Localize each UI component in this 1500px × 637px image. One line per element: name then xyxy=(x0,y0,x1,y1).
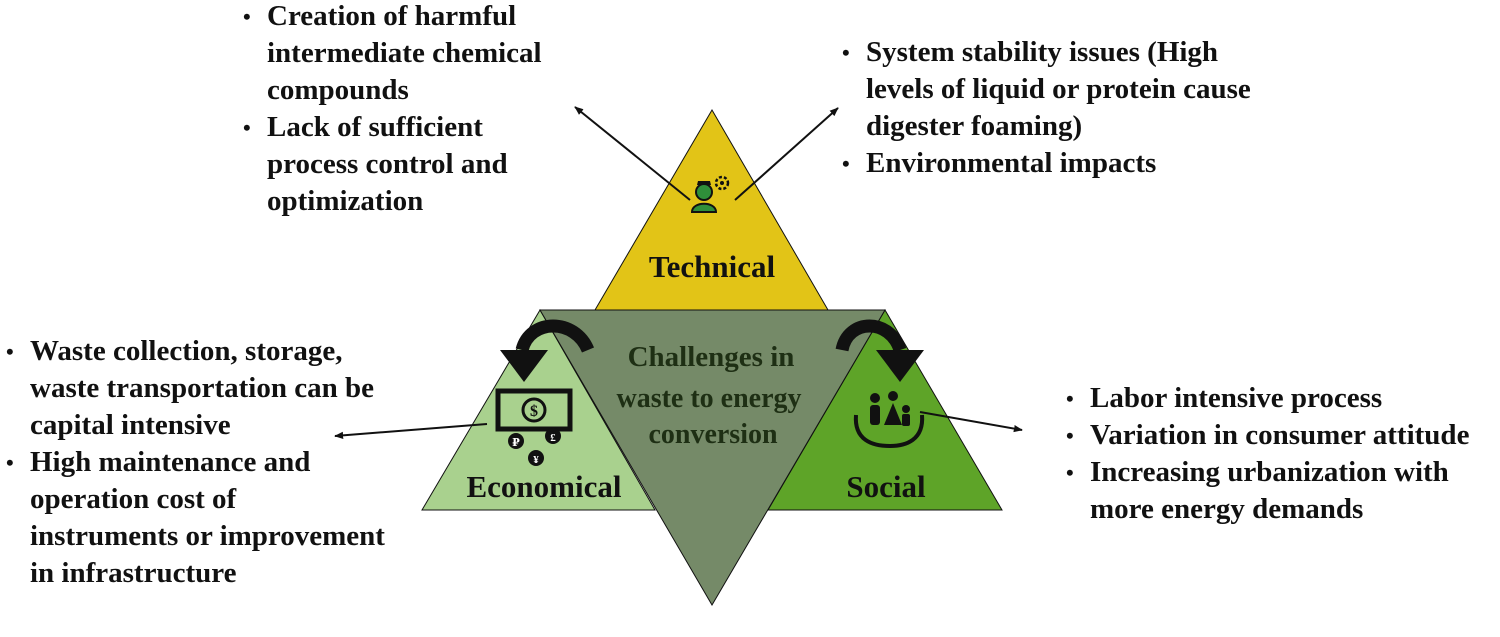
svg-text:£: £ xyxy=(550,432,556,444)
svg-text:$: $ xyxy=(530,403,538,420)
svg-text:₽: ₽ xyxy=(512,437,520,449)
technical-left-challenges-list: Creation of harmful intermediate chemica… xyxy=(243,0,573,220)
center-label-line-1: Challenges in xyxy=(628,341,795,373)
list-item: Variation in consumer attitude xyxy=(1066,417,1496,454)
list-item: Increasing urbanization with more energy… xyxy=(1066,454,1496,528)
arrow-social xyxy=(919,411,1023,433)
economical-challenges-list: Waste collection, storage, waste transpo… xyxy=(6,333,386,592)
center-triangle xyxy=(539,309,886,606)
money-icon: $ ₽ £ ¥ xyxy=(495,388,573,466)
list-item: Waste collection, storage, waste transpo… xyxy=(6,333,386,444)
family-in-hands-icon xyxy=(853,391,925,448)
list-item: Lack of sufficient process control and o… xyxy=(243,109,573,220)
list-item: Labor intensive process xyxy=(1066,380,1496,417)
list-item: System stability issues (High levels of … xyxy=(842,34,1262,145)
svg-text:¥: ¥ xyxy=(533,454,539,466)
engineer-icon xyxy=(690,175,730,213)
social-label: Social xyxy=(846,469,926,504)
curved-arrow-left xyxy=(500,319,595,382)
technical-right-challenges-list: System stability issues (High levels of … xyxy=(842,34,1262,182)
technical-label: Technical xyxy=(649,249,776,284)
economical-label: Economical xyxy=(467,469,622,504)
list-item: High maintenance and operation cost of i… xyxy=(6,444,386,592)
arrow-technical-right xyxy=(734,107,839,201)
arrow-technical-left xyxy=(574,106,691,201)
center-label-line-3: conversion xyxy=(648,419,778,450)
center-label-line-2: waste to energy xyxy=(616,383,801,414)
curved-arrow-right xyxy=(835,319,924,382)
economical-triangle xyxy=(421,309,656,511)
list-item: Environmental impacts xyxy=(842,145,1262,182)
list-item: Creation of harmful intermediate chemica… xyxy=(243,0,573,109)
social-challenges-list: Labor intensive process Variation in con… xyxy=(1066,380,1496,528)
